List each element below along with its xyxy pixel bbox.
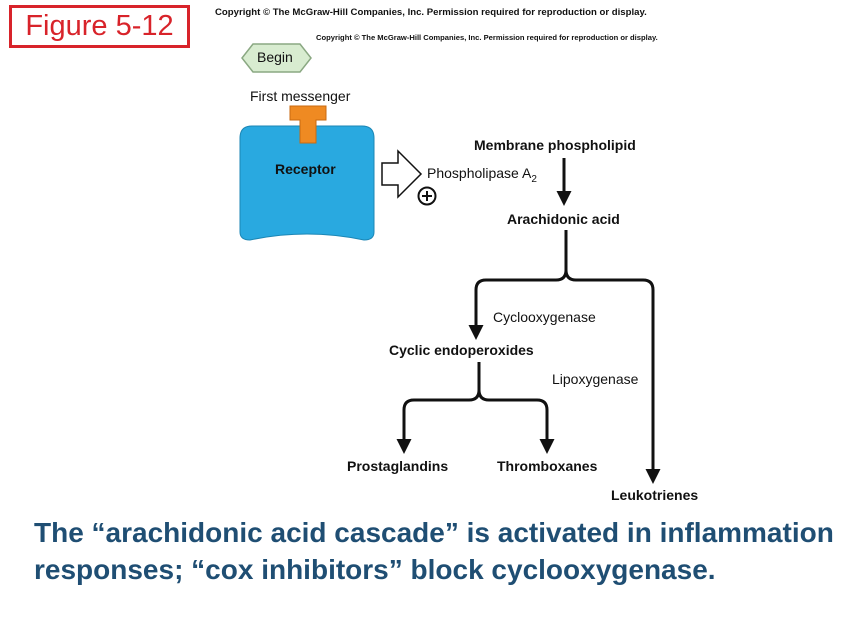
copyright-notice-top: Copyright © The McGraw-Hill Companies, I…	[215, 7, 647, 18]
branch-lipoxygenase	[564, 269, 661, 484]
receptor-shape	[239, 125, 375, 241]
arachidonic-acid-label: Arachidonic acid	[507, 211, 620, 227]
branch-cyclic	[396, 362, 481, 454]
figure-label: Figure 5-12	[9, 5, 190, 48]
lipoxygenase-label: Lipoxygenase	[552, 371, 639, 387]
begin-label: Begin	[257, 49, 293, 65]
branch-thromboxanes	[477, 389, 555, 454]
thromboxanes-label: Thromboxanes	[497, 458, 598, 474]
receptor-label: Receptor	[275, 161, 336, 177]
copyright-notice-inner: Copyright © The McGraw-Hill Companies, I…	[316, 33, 658, 42]
cyclooxygenase-label: Cyclooxygenase	[493, 309, 596, 325]
activation-arrow	[381, 149, 423, 199]
membrane-phospholipid-label: Membrane phospholipid	[474, 137, 636, 153]
first-messenger-label: First messenger	[250, 88, 351, 104]
prostaglandins-label: Prostaglandins	[347, 458, 449, 474]
slide-caption: The “arachidonic acid cascade” is activa…	[34, 517, 834, 585]
first-messenger-shape	[289, 105, 327, 144]
begin-shape	[241, 43, 312, 73]
leukotrienes-label: Leukotrienes	[611, 487, 699, 503]
cyclic-endoperoxides-label: Cyclic endoperoxides	[389, 342, 534, 358]
phospholipase-label: Phospholipase A2	[427, 165, 537, 185]
